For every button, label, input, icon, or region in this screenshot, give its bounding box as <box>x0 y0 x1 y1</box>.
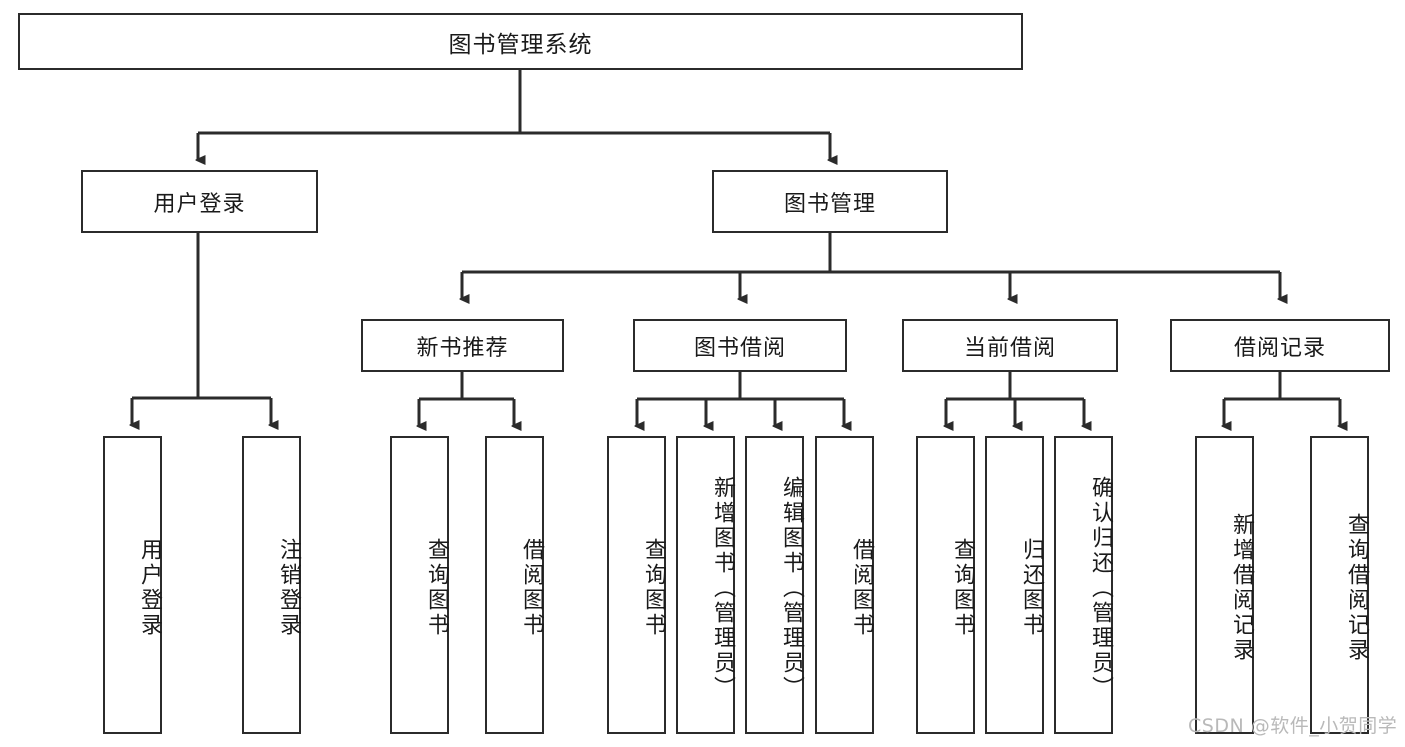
node-leaf-borrow-books[interactable]: 借阅图书 <box>815 436 874 734</box>
watermark-text: CSDN @软件_小贺同学 <box>1188 715 1398 737</box>
node-label: 借阅记录 <box>1233 335 1326 361</box>
node-user-login[interactable]: 用户登录 <box>81 170 318 233</box>
node-label: 新书推荐 <box>416 335 509 361</box>
node-label: 新增图书（管理员） <box>710 475 735 701</box>
node-label: 注销登录 <box>276 538 301 638</box>
node-leaf-query-books-borrow[interactable]: 查询图书 <box>607 436 666 734</box>
node-leaf-query-books-recommend[interactable]: 查询图书 <box>390 436 449 734</box>
node-leaf-add-book-admin[interactable]: 新增图书（管理员） <box>676 436 735 734</box>
node-leaf-add-borrow-record[interactable]: 新增借阅记录 <box>1195 436 1254 734</box>
node-label: 用户登录 <box>137 538 162 638</box>
node-label: 借阅图书 <box>519 538 544 638</box>
node-leaf-query-borrow-record[interactable]: 查询借阅记录 <box>1310 436 1369 734</box>
node-leaf-edit-book-admin[interactable]: 编辑图书（管理员） <box>745 436 804 734</box>
node-label: 新增借阅记录 <box>1229 513 1254 663</box>
node-label: 图书借阅 <box>693 335 786 361</box>
node-label: 确认归还（管理员） <box>1088 475 1113 701</box>
node-label: 编辑图书（管理员） <box>779 475 804 701</box>
node-label: 归还图书 <box>1019 538 1044 638</box>
node-leaf-logout[interactable]: 注销登录 <box>242 436 301 734</box>
node-label: 当前借阅 <box>963 335 1056 361</box>
node-label: 用户登录 <box>153 191 246 217</box>
node-leaf-borrow-books-recommend[interactable]: 借阅图书 <box>485 436 544 734</box>
node-label: 图书管理系统 <box>448 31 593 58</box>
node-borrowing-record[interactable]: 借阅记录 <box>1170 319 1390 372</box>
node-leaf-return-books[interactable]: 归还图书 <box>985 436 1044 734</box>
node-new-book-recommendation[interactable]: 新书推荐 <box>361 319 564 372</box>
node-leaf-confirm-return-admin[interactable]: 确认归还（管理员） <box>1054 436 1113 734</box>
node-book-borrowing[interactable]: 图书借阅 <box>633 319 847 372</box>
node-leaf-user-login[interactable]: 用户登录 <box>103 436 162 734</box>
node-label: 查询借阅记录 <box>1344 513 1369 663</box>
node-label: 图书管理 <box>783 191 876 217</box>
node-book-management[interactable]: 图书管理 <box>712 170 948 233</box>
node-label: 查询图书 <box>950 538 975 638</box>
node-label: 查询图书 <box>424 538 449 638</box>
node-leaf-query-books-current[interactable]: 查询图书 <box>916 436 975 734</box>
node-root-library-management-system[interactable]: 图书管理系统 <box>18 13 1023 70</box>
node-label: 查询图书 <box>641 538 666 638</box>
node-current-borrowing[interactable]: 当前借阅 <box>902 319 1118 372</box>
node-label: 借阅图书 <box>849 538 874 638</box>
